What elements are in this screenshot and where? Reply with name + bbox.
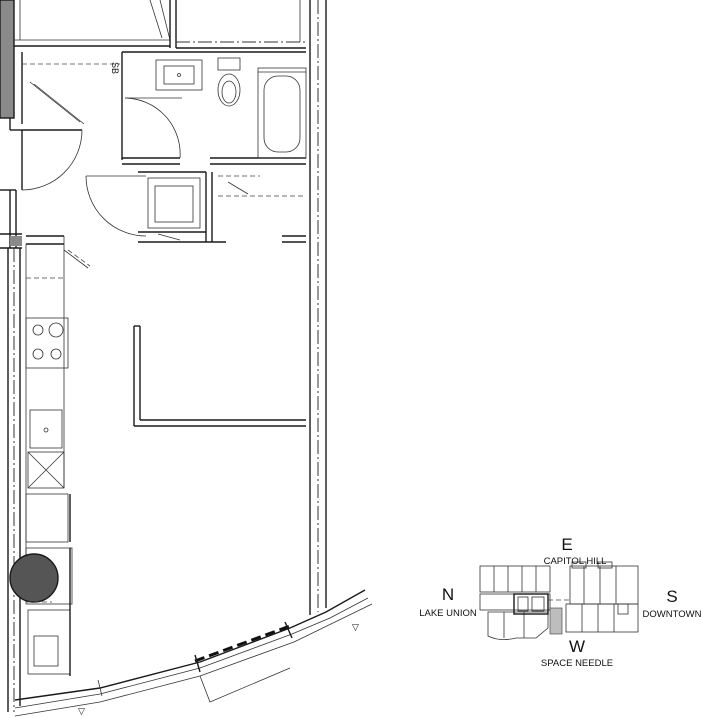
compass-north-letter: N	[442, 585, 454, 604]
compass-south-label: DOWNTOWN	[643, 609, 702, 620]
closet-label: SB	[110, 62, 120, 74]
refrigerator-icon	[25, 493, 71, 543]
down-arrow-icon: ▽	[352, 622, 359, 632]
laundry-closet	[85, 171, 306, 243]
compass-south-letter: S	[666, 587, 677, 606]
water-heater-icon	[9, 547, 73, 605]
kitchen	[9, 235, 91, 676]
kitchen-sink-icon	[29, 409, 63, 449]
compass-west-label: SPACE NEEDLE	[541, 658, 613, 669]
cabinet-icon	[27, 548, 71, 676]
toilet-icon	[217, 57, 241, 107]
key-plan: E CAPITOL HILL N LAKE UNION S DOWNTOWN W…	[419, 535, 701, 669]
compass-west-letter: W	[569, 637, 585, 656]
washer-dryer-icon	[147, 177, 201, 229]
sink-icon	[155, 59, 203, 91]
top-corridor-walls	[0, 0, 306, 119]
key-plan-unit-highlight	[549, 607, 563, 635]
compass-east-letter: E	[561, 535, 572, 554]
down-arrow-icon: ▽	[78, 706, 85, 716]
bathtub-icon	[257, 67, 307, 159]
dishwasher-icon	[27, 451, 65, 489]
curtain-wall-bottom: ▽ ▽	[14, 589, 373, 717]
bathroom	[121, 51, 307, 165]
entry-closet: SB	[21, 52, 123, 125]
compass-east-label: CAPITOL HILL	[544, 556, 607, 567]
bedroom-partition	[133, 325, 306, 427]
curtain-wall-right	[309, 0, 327, 615]
cooktop-icon	[25, 317, 69, 369]
compass-north-label: LAKE UNION	[419, 608, 477, 619]
entry-door	[10, 129, 83, 191]
left-wall	[0, 118, 22, 712]
key-plan-building	[479, 561, 639, 640]
